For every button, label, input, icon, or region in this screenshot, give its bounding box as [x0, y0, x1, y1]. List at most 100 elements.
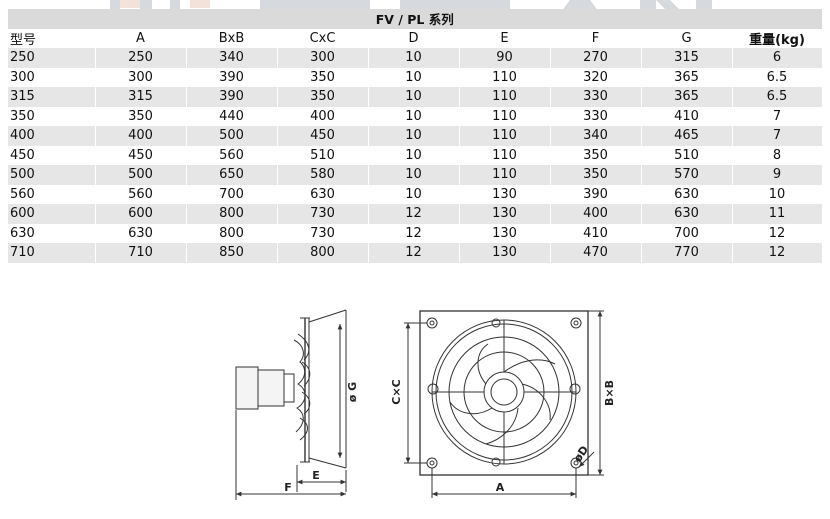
table-cell: 770 [641, 243, 733, 263]
table-cell: 340 [186, 48, 278, 68]
table-cell: 350 [95, 106, 187, 126]
table-cell: 500 [8, 165, 96, 185]
table-cell: 10 [368, 48, 460, 68]
table-cell: 7 [732, 106, 823, 126]
table-cell: 10 [368, 145, 460, 165]
table-cell: 600 [8, 204, 96, 224]
table-cell: 12 [368, 243, 460, 263]
table-cell: 440 [186, 106, 278, 126]
dim-label-b: B×B [603, 380, 616, 406]
table-cell: 130 [459, 184, 551, 204]
table-cell: 630 [641, 184, 733, 204]
table-cell: 300 [277, 48, 369, 68]
table-cell: 510 [641, 145, 733, 165]
table-cell: 315 [8, 87, 96, 107]
fan-dimension-drawing: ø G E F [235, 309, 616, 500]
table-cell: 250 [8, 48, 96, 68]
table-cell: 6 [732, 48, 823, 68]
table-cell: 800 [186, 223, 278, 243]
table-cell: 10 [368, 184, 460, 204]
table-cell: 510 [277, 145, 369, 165]
dim-label-e: E [312, 469, 320, 482]
table-cell: 710 [95, 243, 187, 263]
table-cell: 11 [732, 204, 823, 224]
table-cell: 10 [732, 184, 823, 204]
table-cell: 730 [277, 204, 369, 224]
table-cell: 350 [277, 67, 369, 87]
table-cell: 630 [277, 184, 369, 204]
table-cell: 500 [186, 126, 278, 146]
table-cell: 110 [459, 126, 551, 146]
table-cell: 630 [95, 223, 187, 243]
spec-table: FV / PL 系列 型号 A BxB CxC D E F G 重量(kg) 2… [8, 9, 823, 263]
table-cell: 400 [8, 126, 96, 146]
table-cell: 560 [186, 145, 278, 165]
table-cell: 130 [459, 204, 551, 224]
table-cell: 12 [368, 204, 460, 224]
table-cell: 390 [550, 184, 642, 204]
table-cell: 400 [550, 204, 642, 224]
table-cell: 570 [641, 165, 733, 185]
table-cell: 110 [459, 165, 551, 185]
table-cell: 400 [95, 126, 187, 146]
table-cell: 560 [8, 184, 96, 204]
table-cell: 850 [186, 243, 278, 263]
table-cell: 560 [95, 184, 187, 204]
header-weight: 重量(kg) [732, 28, 823, 48]
table-cell: 390 [186, 87, 278, 107]
table-cell: 10 [368, 106, 460, 126]
table-header-row: 型号 A BxB CxC D E F G 重量(kg) [8, 28, 823, 48]
header-model: 型号 [8, 28, 96, 48]
table-cell: 365 [641, 67, 733, 87]
table-cell: 390 [186, 67, 278, 87]
front-view [404, 310, 604, 498]
table-cell: 630 [641, 204, 733, 224]
side-view [235, 309, 347, 500]
table-cell: 320 [550, 67, 642, 87]
header-f: F [550, 28, 642, 48]
header-g: G [641, 28, 733, 48]
table-cell: 710 [8, 243, 96, 263]
table-cell: 10 [368, 87, 460, 107]
table-title: FV / PL 系列 [8, 9, 823, 29]
table-cell: 450 [8, 145, 96, 165]
table-cell: 400 [277, 106, 369, 126]
table-cell: 465 [641, 126, 733, 146]
header-cxc: CxC [277, 28, 369, 48]
table-cell: 8 [732, 145, 823, 165]
dim-label-f: F [284, 481, 292, 494]
table-cell: 500 [95, 165, 187, 185]
table-cell: 110 [459, 145, 551, 165]
table-title-row: FV / PL 系列 [8, 9, 823, 29]
table-cell: 365 [641, 87, 733, 107]
header-d: D [368, 28, 460, 48]
table-cell: 580 [277, 165, 369, 185]
table-cell: 7 [732, 126, 823, 146]
table-cell: 630 [8, 223, 96, 243]
table-cell: 270 [550, 48, 642, 68]
table-cell: 700 [186, 184, 278, 204]
table-cell: 410 [550, 223, 642, 243]
table-cell: 700 [641, 223, 733, 243]
table-cell: 800 [186, 204, 278, 224]
table-cell: 650 [186, 165, 278, 185]
table-cell: 730 [277, 223, 369, 243]
table-cell: 350 [277, 87, 369, 107]
table-cell: 410 [641, 106, 733, 126]
table-cell: 10 [368, 126, 460, 146]
table-cell: 470 [550, 243, 642, 263]
table-cell: 315 [641, 48, 733, 68]
table-cell: 6.5 [732, 67, 823, 87]
table-cell: 350 [8, 106, 96, 126]
table-cell: 12 [368, 223, 460, 243]
table-cell: 350 [550, 165, 642, 185]
header-bxb: BxB [186, 28, 278, 48]
